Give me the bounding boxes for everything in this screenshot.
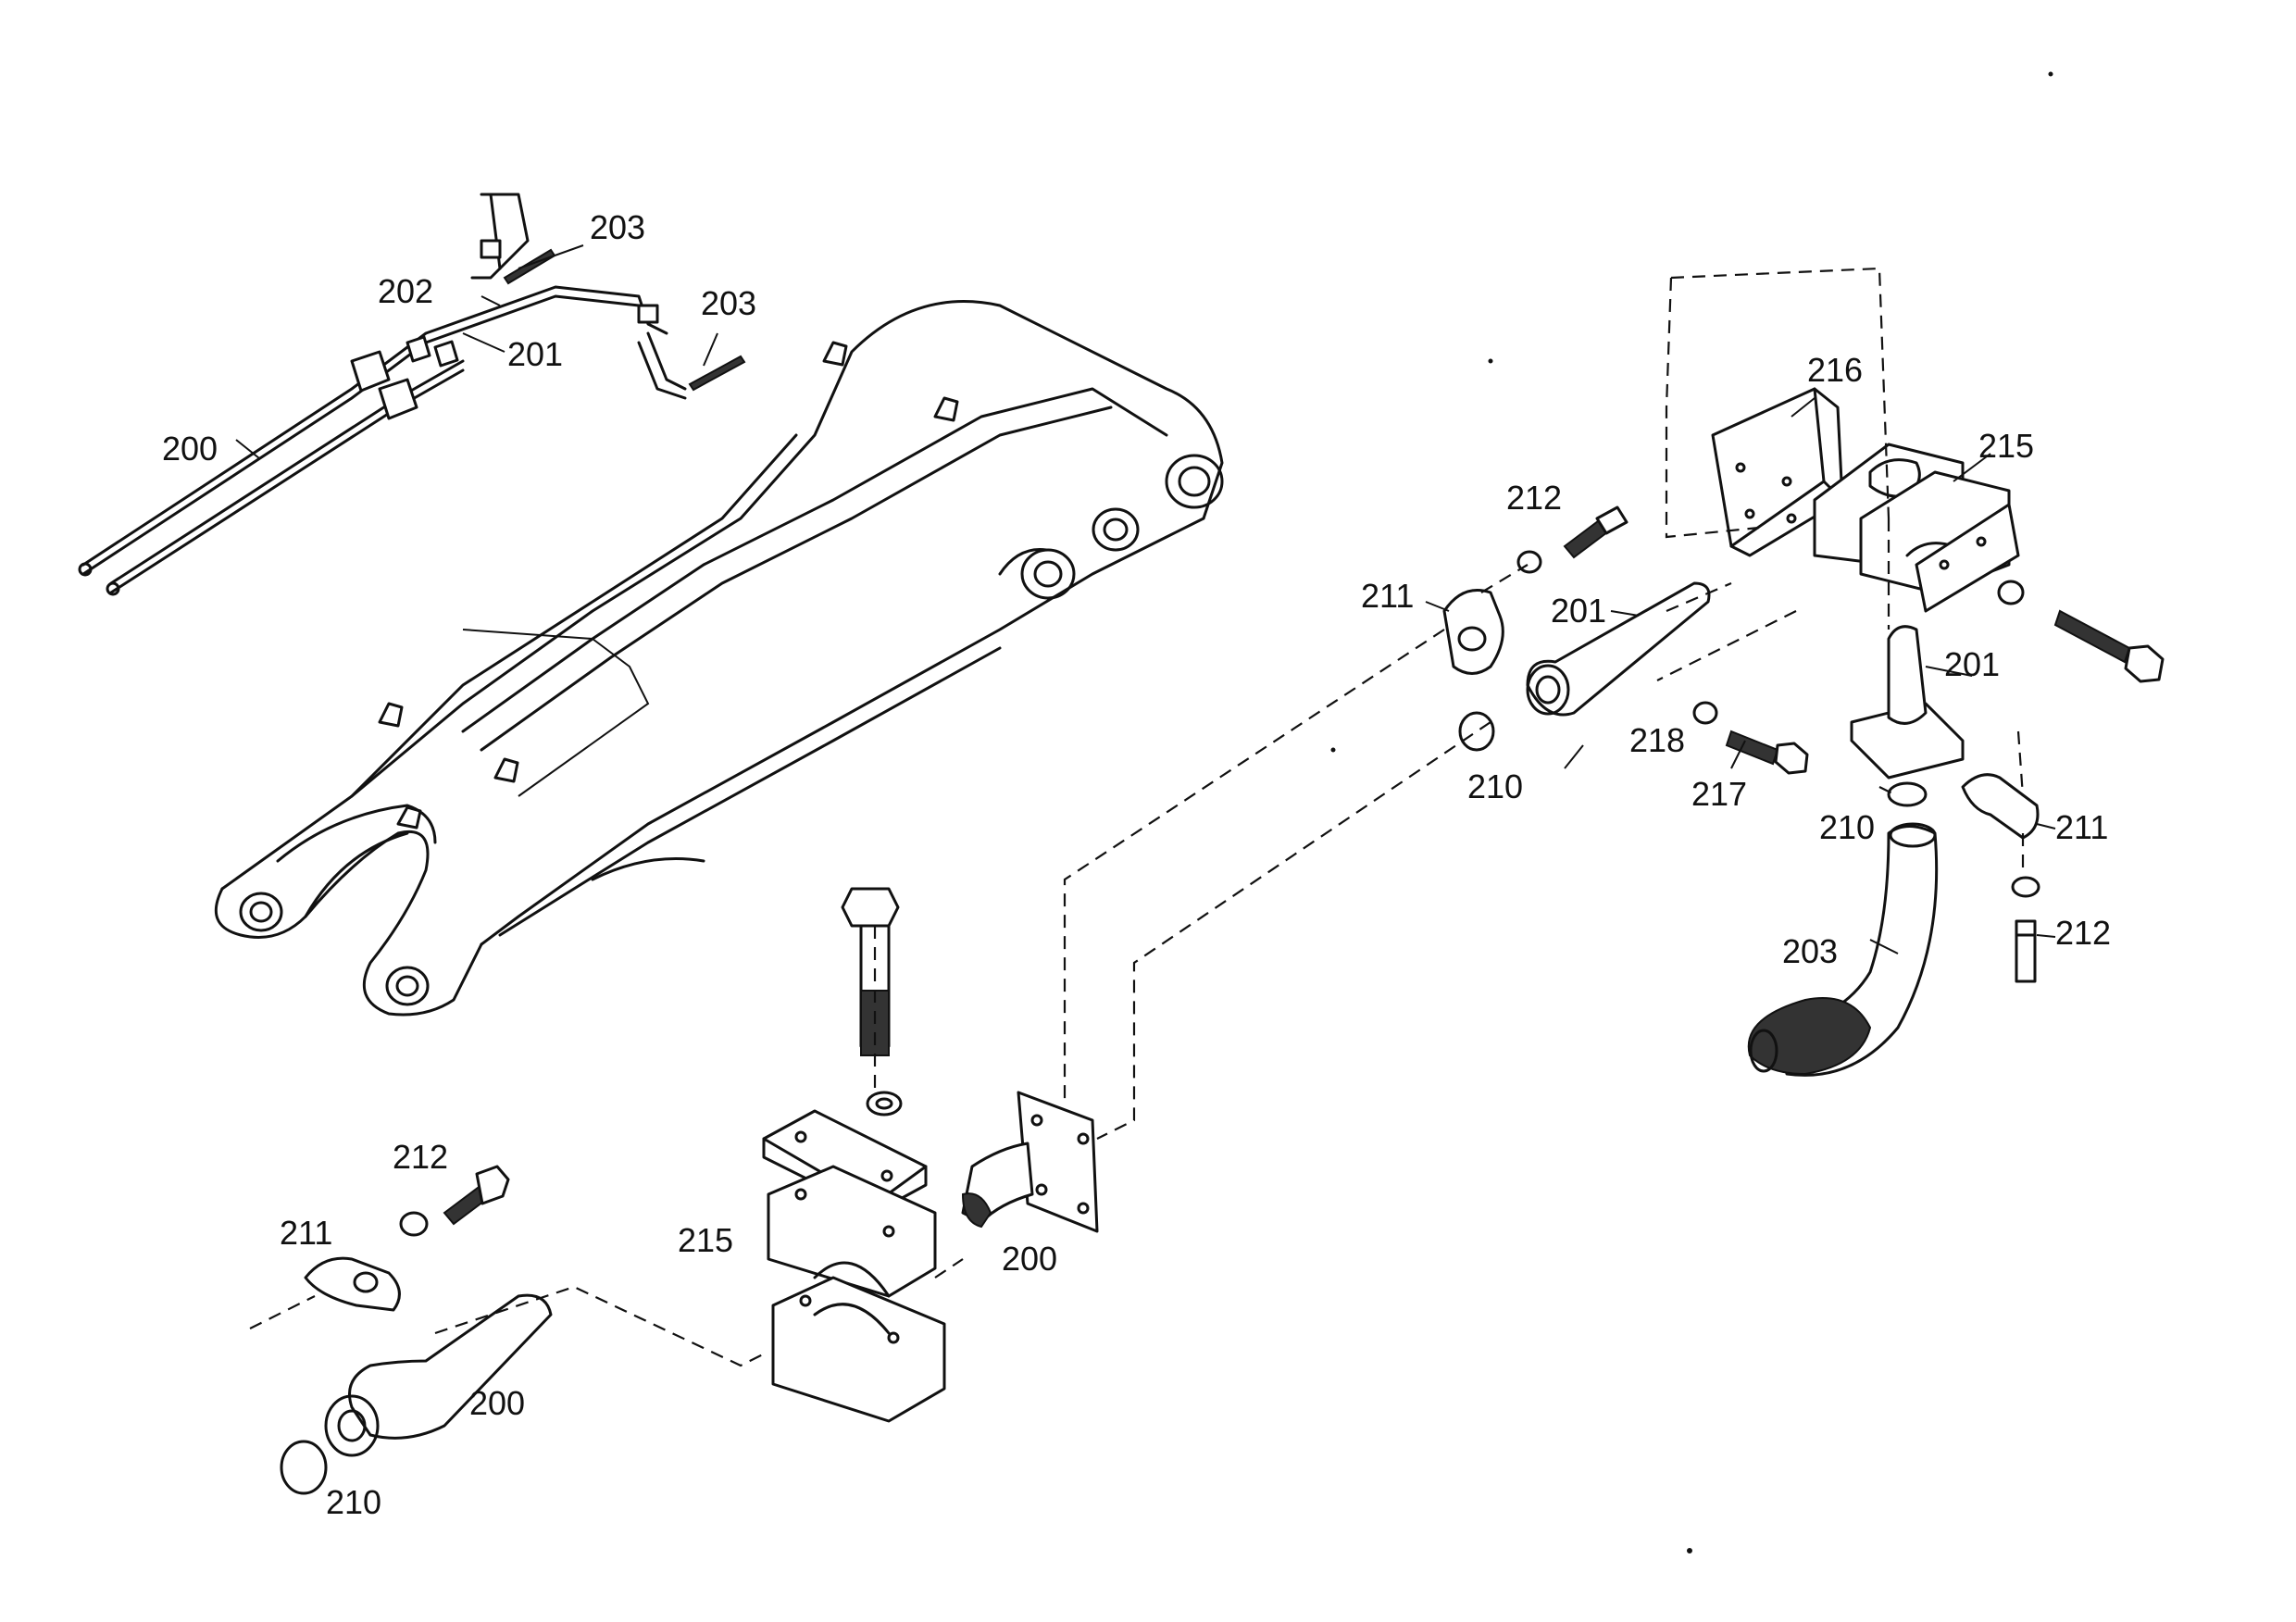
label-upper-212: 212 [1506,479,1562,517]
label-right-210: 210 [1819,808,1875,846]
label-boom-200: 200 [162,430,218,468]
label-lower-200-pipe: 200 [469,1384,525,1422]
boom-arm [214,300,1224,1017]
label-right-212: 212 [2055,914,2111,952]
upper-flange-group [1442,505,1711,752]
right-elbow-group [1747,625,2040,1077]
label-boom-202: 202 [378,272,433,310]
label-lower-215: 215 [678,1221,733,1259]
label-lower-200-flange: 200 [1002,1240,1057,1278]
label-right-203: 203 [1782,932,1838,970]
label-boom-203-mid: 203 [701,284,756,322]
label-lower-212: 212 [393,1138,448,1176]
label-lower-211: 211 [280,1214,332,1252]
label-bolt-217: 217 [1691,775,1747,813]
boom-hydraulic-lines [78,193,746,596]
lower-clamp-group [762,887,1099,1423]
assembly-leader-lines [249,267,2025,1367]
label-bolt-218: 218 [1629,721,1685,759]
label-clamp-216: 216 [1807,351,1863,389]
label-boom-201: 201 [507,335,563,373]
label-upper-210: 210 [1467,767,1523,805]
clamp-group-upper [1692,387,2165,775]
label-boom-203-top: 203 [590,208,645,246]
callout-leaders [235,244,2056,954]
label-clamp-215: 215 [1978,427,2034,465]
label-upper-201: 201 [1551,592,1606,630]
part-number-labels: 200 201 202 203 203 212 211 201 210 216 … [162,208,2111,1521]
label-lower-210: 210 [326,1483,381,1521]
scan-specks [1330,71,2053,1553]
label-right-201: 201 [1944,645,2000,683]
label-upper-211: 211 [1361,577,1414,615]
label-right-211: 211 [2055,808,2108,846]
lower-left-flange-group [280,1165,553,1495]
